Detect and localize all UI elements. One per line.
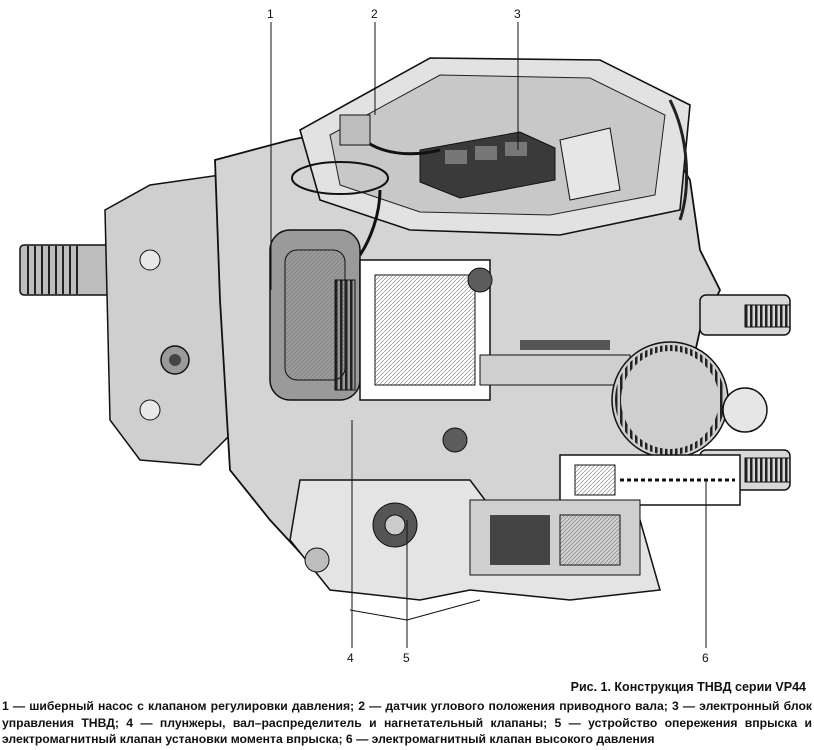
- pump-cutaway-diagram: 1 2 3 4 5 6: [19, 7, 791, 665]
- figure-caption-title: Рис. 1. Конструкция ТНВД серии VP44: [570, 680, 806, 694]
- callout-5: 5: [403, 651, 410, 665]
- vane-pump: [269, 229, 361, 401]
- timing-device: [289, 479, 661, 601]
- callout-3: 3: [514, 7, 521, 21]
- distributor-shaft: [359, 259, 631, 453]
- drive-shaft: [19, 244, 111, 296]
- ecu-block: [419, 99, 689, 221]
- callout-2: 2: [371, 7, 378, 21]
- callout-4: 4: [347, 651, 354, 665]
- hp-solenoid-valve: [559, 454, 741, 506]
- angle-sensor: [291, 114, 441, 256]
- leader-lines: [270, 22, 707, 648]
- callout-6: 6: [702, 651, 709, 665]
- callout-1: 1: [267, 7, 274, 21]
- figure-caption-text: 1 — шиберный насос с клапаном регулировк…: [2, 699, 812, 746]
